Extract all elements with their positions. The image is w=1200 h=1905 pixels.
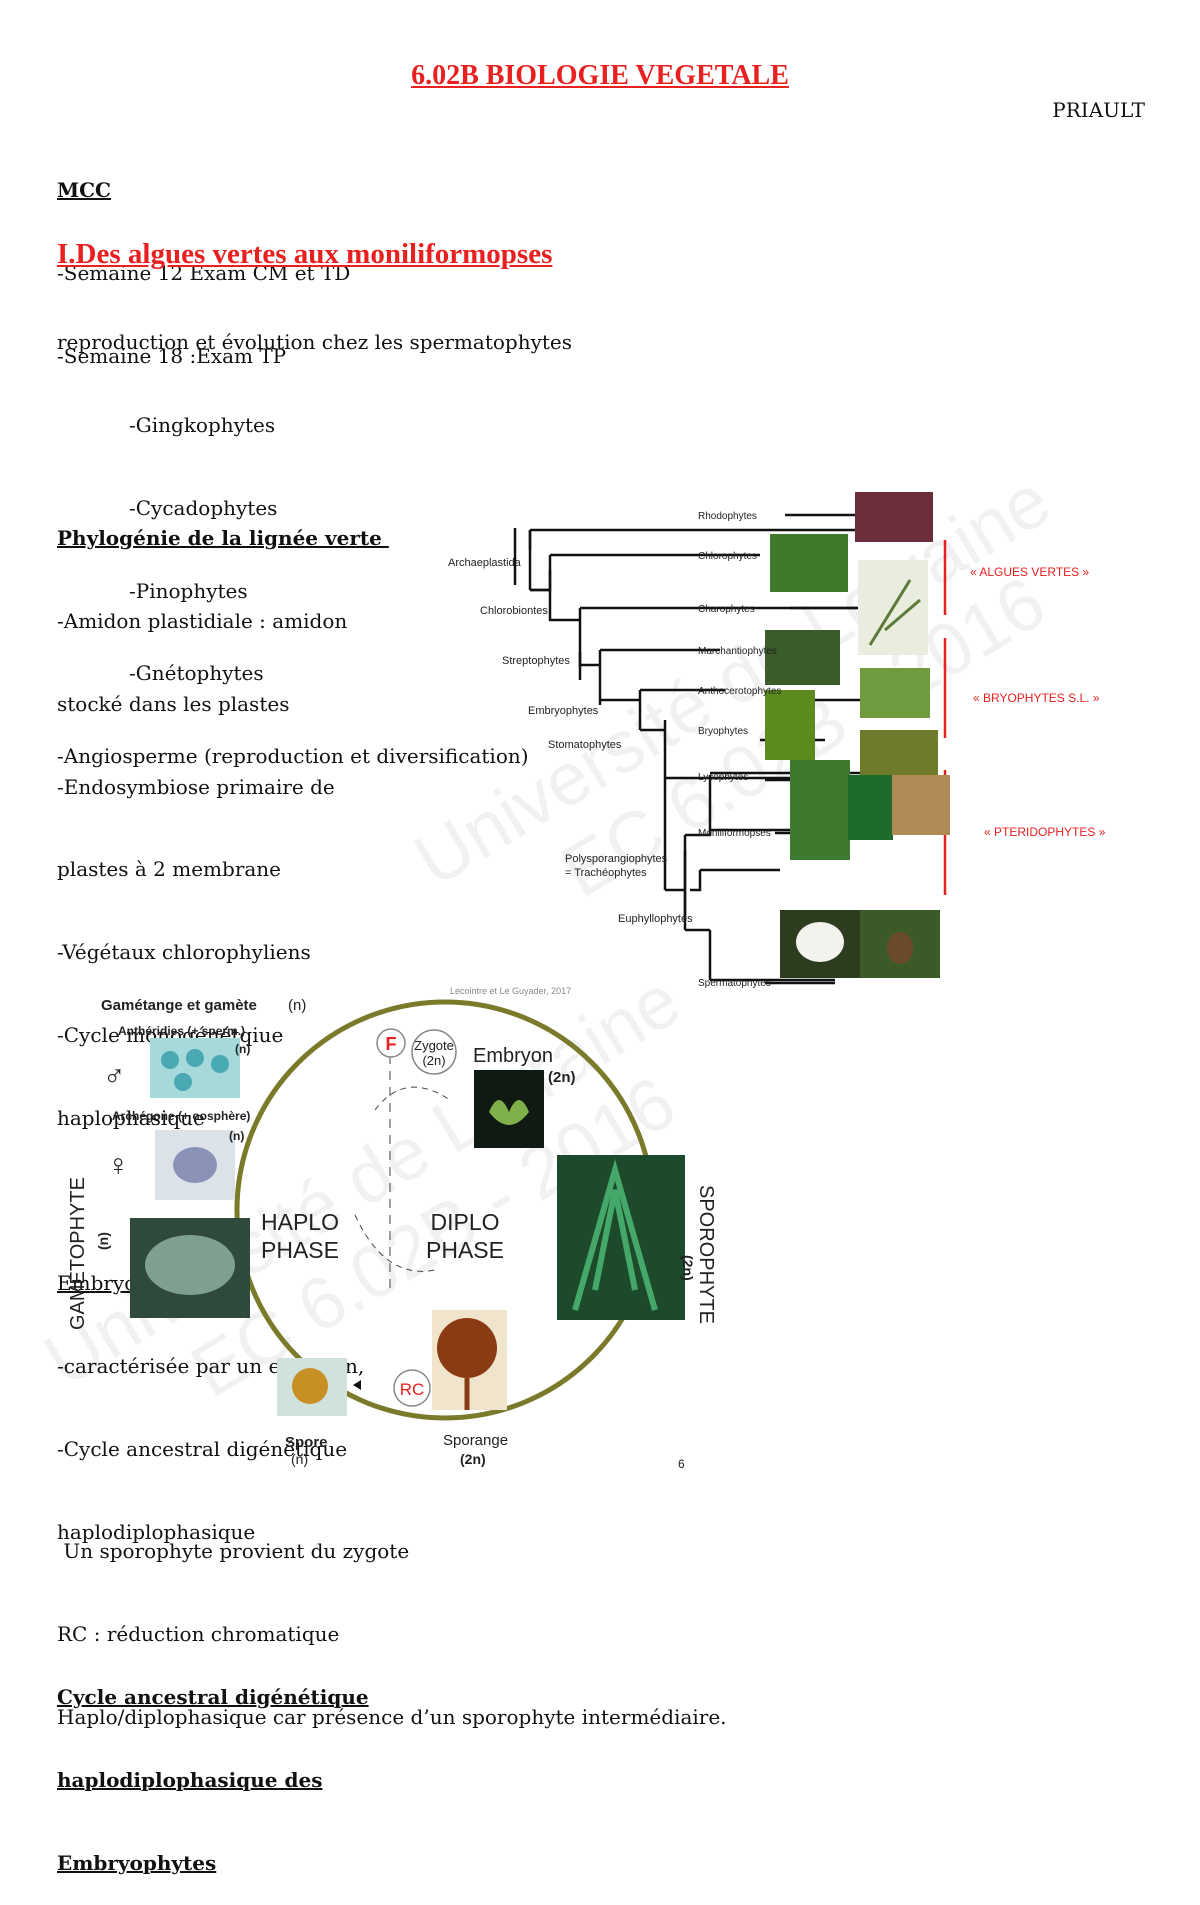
list-item: -Gingkophytes [129, 412, 276, 437]
cycle-heading: Embryophytes [57, 1850, 217, 1875]
clade-label: Chlorobiontes [480, 605, 548, 617]
spore-ploidy: (n) [291, 1451, 308, 1467]
tree-source: Lecointre et Le Guyader, 2017 [450, 986, 571, 996]
gametophyte-ploidy: (n) [95, 1232, 111, 1250]
phylogeny-line: haplophasique [57, 1105, 205, 1130]
haplo-label: HAPLO [261, 1209, 339, 1235]
haplo-phase-label: PHASE [261, 1237, 339, 1263]
phylogeny-heading: Phylogénie de la lignée verte [57, 526, 389, 551]
embryophytes-line: -caractérisée par un embryon, [57, 1354, 365, 1378]
sporophyte-label: SPOROPHYTE [695, 1185, 717, 1324]
conclusion-line: Haplo/diplophasique car présence d’un sp… [57, 1704, 727, 1729]
zygote-label: Zygote [414, 1038, 454, 1053]
section-title: I.Des algues vertes aux moniliformopses [57, 238, 553, 270]
group-label: « PTERIDOPHYTES » [984, 825, 1106, 839]
document-title: 6.02B BIOLOGIE VEGETALE [411, 60, 789, 91]
antheridies-label: Anthéridies (+ sperm.) [118, 1024, 245, 1038]
taxon-label: Charophytes [698, 604, 755, 615]
fertilization-label: F [386, 1034, 397, 1054]
embryophytes-line: -Cycle ancestral digénétique [57, 1436, 348, 1461]
section1-intro: reproduction et évolution chez les sperm… [57, 330, 573, 355]
diplo-phase-label: PHASE [426, 1237, 504, 1263]
mcc-block: MCC -Semaine 12 Exam CM et TD -Semaine 1… [57, 122, 350, 398]
taxon-label: Spermatophytes [698, 978, 771, 989]
phylogeny-line: -Amidon plastidiale : amidon [57, 608, 348, 633]
taxon-label: Chlorophytes [698, 551, 757, 562]
mcc-line: -Semaine 12 Exam CM et TD [57, 260, 351, 285]
mcc-line: -Semaine 18 :Exam TP [57, 343, 287, 368]
clade-label: Embryophytes [528, 705, 599, 717]
phylogeny-line: -Végétaux chlorophyliens [57, 940, 311, 965]
rc-label: RC [400, 1380, 425, 1399]
group-label: « ALGUES VERTES » [970, 565, 1089, 579]
clade-label: Archaeplastida [448, 557, 522, 569]
taxon-label: Rhodophytes [698, 511, 757, 522]
gametophyte-label: GAMETOPHYTE [67, 1177, 89, 1330]
gametange-label: Gamétange et gamète [101, 997, 257, 1014]
gametange-ploidy: (n) [288, 997, 306, 1014]
conclusion-line: Un sporophyte provient du zygote [57, 1539, 410, 1564]
phylogenetic-tree: Rhodophytes Chlorophytes Charophytes Mar… [448, 492, 1106, 996]
zygote-ploidy: (2n) [422, 1053, 445, 1068]
sporange-ploidy: (2n) [460, 1451, 486, 1467]
archegone-ploidy: (n) [229, 1129, 244, 1143]
taxon-label: Lycophytes [698, 772, 748, 783]
list-item: -Pinophytes [129, 578, 248, 603]
life-cycle-diagram: Gamétange et gamète (n) Anthéridies (+ s… [67, 997, 717, 1471]
diplo-label: DIPLO [430, 1209, 499, 1235]
archegone-label: Archégone (+ oosphère) [112, 1109, 250, 1123]
clade-label: Polysporangiophytes [565, 853, 668, 865]
mcc-heading: MCC [57, 178, 111, 203]
embryon-label: Embryon [473, 1045, 553, 1067]
clade-label: Stomatophytes [548, 739, 622, 751]
group-label: « BRYOPHYTES S.L. » [973, 691, 1100, 705]
list-item: -Angiosperme (reproduction et diversific… [57, 744, 529, 769]
spore-label: Spore [285, 1434, 328, 1451]
sporange-label: Sporange [443, 1432, 508, 1449]
female-symbol: ♀ [107, 1149, 130, 1182]
embryophytes-line: haplodiplophasique [57, 1519, 256, 1544]
taxon-label: Bryophytes [698, 726, 748, 737]
phylogeny-line: stocké dans les plastes [57, 691, 290, 716]
phylogeny-line: plastes à 2 membrane [57, 857, 282, 882]
embryon-ploidy: (2n) [548, 1069, 576, 1086]
clade-label: Euphyllophytes [618, 913, 693, 925]
antheridies-ploidy: (n) [235, 1042, 250, 1056]
conclusion-line: RC : réduction chromatique [57, 1621, 340, 1646]
clade-label: = Trachéophytes [565, 867, 647, 879]
section1-body: reproduction et évolution chez les sperm… [57, 274, 572, 798]
male-symbol: ♂ [103, 1060, 126, 1093]
taxon-label: Moniliformopses [698, 828, 771, 839]
cycle-heading: haplodiplophasique des [57, 1767, 323, 1792]
clade-label: Streptophytes [502, 655, 570, 667]
list-item: -Cycadophytes [129, 495, 278, 520]
sporophyte-ploidy: (2n) [680, 1255, 696, 1281]
taxon-label: Marchantiophytes [698, 646, 777, 657]
conclusion-block: Un sporophyte provient du zygote RC : ré… [57, 1483, 727, 1759]
author-name: PRIAULT [1052, 98, 1145, 122]
taxon-label: Anthocerotophytes [698, 686, 781, 697]
page-number: 6 [678, 1457, 685, 1471]
list-item: -Gnétophytes [129, 661, 264, 686]
phylogeny-line: -Endosymbiose primaire de [57, 774, 335, 799]
